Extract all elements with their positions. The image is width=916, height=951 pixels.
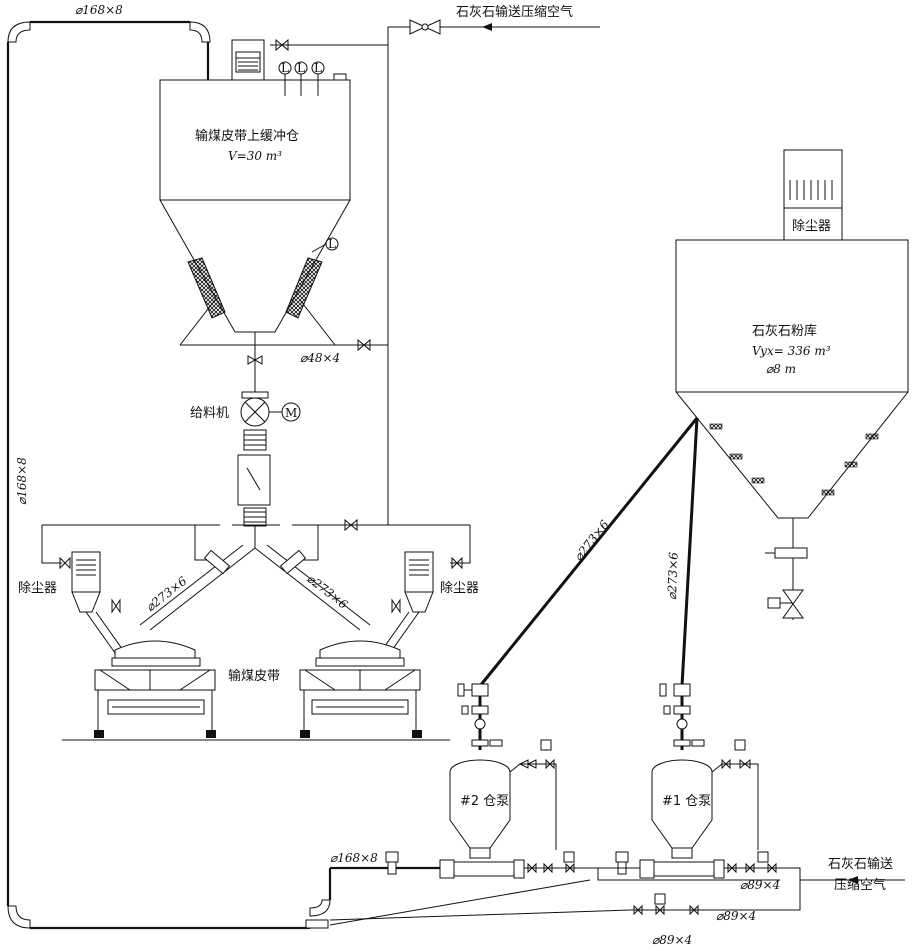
pump-2-label: #2 仓泵 xyxy=(460,794,509,809)
svg-text:⌀48×4: ⌀48×4 xyxy=(300,351,340,365)
conveying-pipes-273: ⌀273×6 ⌀273×6 xyxy=(478,417,699,687)
pipe-top-label: ⌀168×8 xyxy=(75,3,123,17)
pump-2: #2 仓泵 xyxy=(449,683,557,859)
svg-text:除尘器: 除尘器 xyxy=(440,581,479,596)
pump-1-label: #1 仓泵 xyxy=(662,794,711,809)
level-gauge-icon: L L L xyxy=(278,61,347,96)
motor-icon: M xyxy=(285,406,297,420)
pipe-48: ⌀48×4 xyxy=(300,338,388,365)
pipe-89-label-c: ⌀89×4 xyxy=(652,933,692,947)
chute-split: ⌀273×6 ⌀273×6 xyxy=(139,526,371,631)
dust-collector-left: 除尘器 xyxy=(18,551,131,661)
svg-text:L: L xyxy=(281,61,289,75)
feeder-label: 给料机 xyxy=(190,406,229,421)
dust-header xyxy=(41,510,471,570)
dust-collector-right: 除尘器 xyxy=(374,551,479,661)
compressed-air-top-label: 石灰石输送压缩空气 xyxy=(456,4,573,20)
pipe-left-label: ⌀168×8 xyxy=(15,457,29,505)
svg-text:⌀8 m: ⌀8 m xyxy=(766,362,796,376)
buffer-bin-volume: V=30 m³ xyxy=(228,149,282,163)
svg-text:L: L xyxy=(314,61,322,75)
svg-text:Vyx= 336 m³: Vyx= 336 m³ xyxy=(752,344,831,358)
svg-text:L: L xyxy=(328,237,336,251)
svg-text:⌀273×6: ⌀273×6 xyxy=(143,574,190,615)
pipe-89-label-a: ⌀89×4 xyxy=(740,878,780,892)
svg-text:除尘器: 除尘器 xyxy=(18,581,57,596)
pump-1: #1 仓泵 xyxy=(651,683,759,859)
compressed-air-right-label-2: 压缩空气 xyxy=(834,877,886,893)
belt-conveyor-right xyxy=(299,640,422,738)
recycle-pipe-loop xyxy=(6,20,331,930)
pipe-89-label-b: ⌀89×4 xyxy=(716,909,756,923)
limestone-silo: 除尘器 石灰石粉库 Vyx= 336 m³ ⌀8 m xyxy=(675,149,909,620)
buffer-bin: L L L L 输煤皮带上缓冲仓 V=30 m³ xyxy=(159,39,351,346)
svg-text:L: L xyxy=(297,61,305,75)
belt-label: 输煤皮带 xyxy=(228,668,280,684)
compressed-air-right-label-1: 石灰石输送 xyxy=(828,856,893,872)
compressed-air-top-line xyxy=(270,19,600,510)
buffer-bin-name: 输煤皮带上缓冲仓 xyxy=(195,128,299,144)
bottom-piping xyxy=(305,851,905,929)
feeder-column: M 给料机 xyxy=(190,332,301,527)
svg-text:⌀273×6: ⌀273×6 xyxy=(665,551,681,600)
svg-text:石灰石粉库: 石灰石粉库 xyxy=(752,323,817,339)
svg-text:除尘器: 除尘器 xyxy=(792,219,831,234)
pipe-168-bottom-label: ⌀168×8 xyxy=(330,851,378,865)
svg-text:⌀273×6: ⌀273×6 xyxy=(571,517,612,564)
belt-conveyor-left xyxy=(94,640,216,738)
